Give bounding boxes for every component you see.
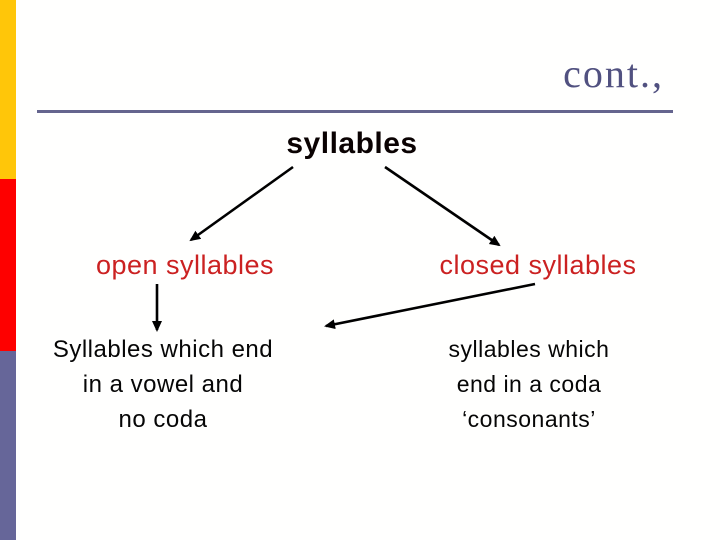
arrow-left-branch	[189, 165, 294, 242]
desc-line: in a vowel and	[82, 371, 244, 398]
closed-syllables-label: closed syllables	[439, 250, 637, 280]
desc-line: end in a coda	[456, 371, 602, 397]
root-node-label: syllables	[286, 127, 418, 160]
desc-line: Syllables which end	[52, 336, 274, 363]
open-syllables-description: Syllables which end in a vowel and no co…	[38, 332, 288, 437]
closed-syllables-description: syllables which end in a coda ‘consonant…	[404, 332, 654, 437]
slide-title: cont.,	[563, 51, 664, 96]
open-syllables-label: open syllables	[95, 250, 275, 280]
edge-stripe-red	[0, 179, 16, 351]
arrow-closed-down	[324, 282, 536, 330]
desc-line: no coda	[118, 406, 208, 433]
edge-stripe-yellow	[0, 0, 16, 179]
desc-line: ‘consonants’	[462, 406, 596, 432]
desc-line: syllables which	[448, 336, 610, 362]
arrow-right-branch	[384, 165, 501, 247]
title-underline	[37, 110, 673, 113]
edge-stripe-slate	[0, 351, 16, 540]
